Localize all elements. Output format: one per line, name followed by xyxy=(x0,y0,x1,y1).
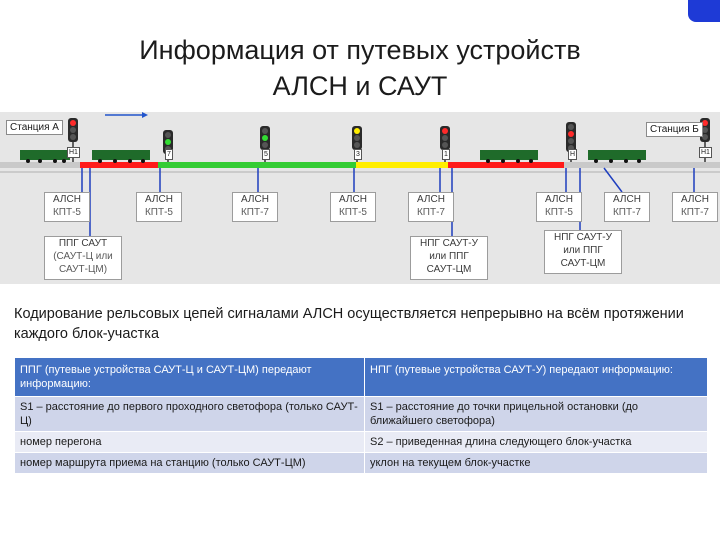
table-row: номер маршрута приема на станцию (только… xyxy=(14,452,708,474)
signal-station-a-exit xyxy=(68,118,78,162)
signal-3 xyxy=(352,126,362,162)
signal-code-3: 3 xyxy=(354,149,362,160)
info-table: ППГ (путевые устройства САУТ-Ц и САУТ-ЦМ… xyxy=(14,357,708,474)
signal-code-5: 5 xyxy=(262,149,270,160)
cell-npg-slope: уклон на текущем блок-участке xyxy=(364,452,708,474)
track-svg xyxy=(0,112,720,236)
page-title-line2: АЛСН и САУТ xyxy=(272,71,448,101)
signal-code-n1-b: Н1 xyxy=(699,147,712,158)
cell-ppg-s1: S1 – расстояние до первого проходного св… xyxy=(14,396,365,432)
track-diagram: Станция А Станция Б Н1 7 5 3 1 Н Н1 АЛСН… xyxy=(0,112,720,284)
table-row: номер перегона S2 – приведенная длина сл… xyxy=(14,431,708,453)
rail-station-a xyxy=(0,162,80,168)
train-3 xyxy=(480,150,538,163)
cell-ppg-stage: номер перегона xyxy=(14,431,365,453)
train-4 xyxy=(588,150,646,163)
rail-sections xyxy=(0,162,720,173)
signal-code-7: 7 xyxy=(165,149,173,160)
signal-code-1: 1 xyxy=(442,149,450,160)
coding-description: Кодирование рельсовых цепей сигналами АЛ… xyxy=(14,306,684,342)
rail-section-red xyxy=(80,162,158,168)
signal-code-n: Н xyxy=(568,149,578,160)
rail-section-yellow xyxy=(356,162,448,168)
cell-npg-s2: S2 – приведенная длина следующего блок-у… xyxy=(364,431,708,453)
page-title-line1: Информация от путевых устройств xyxy=(139,35,581,65)
rail-station-b xyxy=(564,162,720,168)
station-a-label: Станция А xyxy=(6,120,63,135)
signal-code-n1-a: Н1 xyxy=(67,147,80,158)
train-2 xyxy=(92,150,150,163)
rail-section-green-1 xyxy=(158,162,260,168)
train-1 xyxy=(20,150,70,163)
cell-ppg-route: номер маршрута приема на станцию (только… xyxy=(14,452,365,474)
signal-station-b-entry xyxy=(566,122,576,162)
rail-section-green-2 xyxy=(260,162,356,168)
slide-corner-tab xyxy=(688,0,720,22)
cell-npg-s1: S1 – расстояние до точки прицельной оста… xyxy=(364,396,708,432)
table-row: S1 – расстояние до первого проходного св… xyxy=(14,396,708,432)
rail-section-red-2 xyxy=(448,162,564,168)
direction-arrow xyxy=(105,112,148,118)
station-b-label: Станция Б xyxy=(646,122,703,137)
table-header-row: ППГ (путевые устройства САУТ-Ц и САУТ-ЦМ… xyxy=(14,357,708,397)
header-npg: НПГ (путевые устройства САУТ-У) передают… xyxy=(364,357,708,397)
header-ppg: ППГ (путевые устройства САУТ-Ц и САУТ-ЦМ… xyxy=(14,357,365,397)
